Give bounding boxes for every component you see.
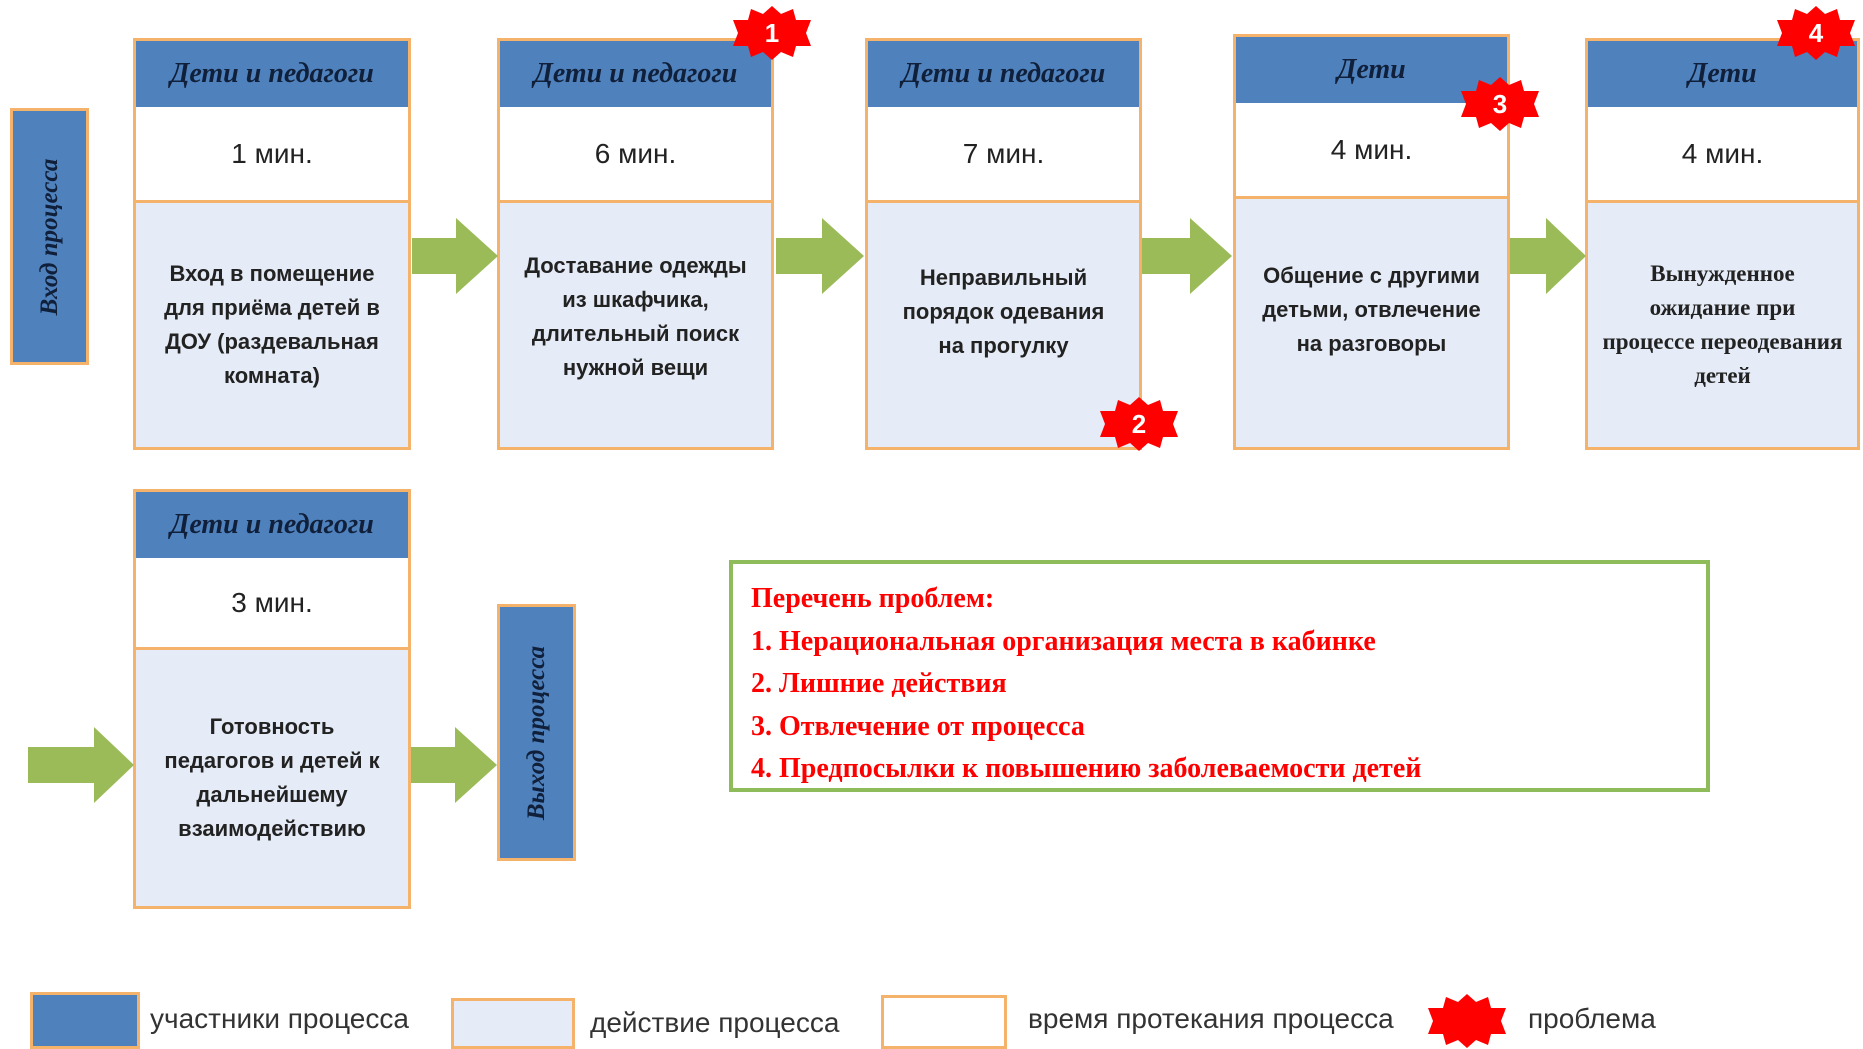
step-6-action: Готовность педагогов и детей к дальнейше… [133, 650, 411, 909]
arrow-right-icon [776, 218, 864, 294]
step-4-action: Общение с другими детьми, отвлечение на … [1233, 199, 1510, 450]
arrow-right-icon [412, 218, 498, 294]
problem-item-4: 4. Предпосылки к повышению заболеваемост… [751, 753, 1422, 784]
problem-star-icon [733, 6, 811, 60]
problem-badge-number: 4 [1808, 17, 1824, 48]
problem-item-1: 1. Нерациональная организация места в ка… [751, 625, 1376, 657]
problem-badge-1: 1 [729, 5, 815, 61]
legend-action-swatch [451, 998, 575, 1049]
problem-badge-number: 2 [1131, 408, 1147, 439]
problem-badge-4: 4 [1773, 5, 1859, 61]
process-step-3: Дети и педагоги 7 мин. Неправильный поря… [865, 38, 1142, 450]
step-2-participants: Дети и педагоги [497, 38, 774, 110]
legend-problem-star-icon [1428, 994, 1506, 1048]
process-step-5: Дети 4 мин. Вынужденное ожидание при про… [1585, 38, 1860, 450]
problem-star-icon [1777, 6, 1855, 60]
arrow-right-icon [28, 727, 134, 803]
step-3-time: 7 мин. [865, 107, 1142, 203]
problems-list: Перечень проблем: 1. Нерациональная орга… [729, 560, 1710, 792]
problem-badge-number: 3 [1492, 88, 1508, 119]
step-4-time: 4 мин. [1233, 103, 1510, 199]
problem-star-icon [1461, 77, 1539, 131]
step-2-time: 6 мин. [497, 107, 774, 203]
step-1-action: Вход в помещение для приёма детей в ДОУ … [133, 203, 411, 450]
legend-action-label: действие процесса [590, 1007, 840, 1038]
arrow-right-icon [1510, 218, 1586, 294]
step-2-action: Доставание одежды из шкафчика, длительны… [497, 203, 774, 450]
step-5-time: 4 мин. [1585, 107, 1860, 203]
process-step-6: Дети и педагоги 3 мин. Готовность педаго… [133, 489, 411, 909]
legend-participants-label: участники процесса [150, 1003, 409, 1034]
step-6-participants: Дети и педагоги [133, 489, 411, 561]
problem-star-icon [1100, 397, 1178, 451]
step-3-action: Неправильный порядок одевания на прогулк… [865, 203, 1142, 450]
step-1-time: 1 мин. [133, 107, 411, 203]
problem-item-3: 3. Отвлечение от процесса [751, 710, 1085, 742]
problems-title: Перечень проблем: [751, 583, 995, 614]
process-output-label: Выход процесса [497, 604, 576, 861]
process-step-2: Дети и педагоги 6 мин. Доставание одежды… [497, 38, 774, 450]
step-1-participants: Дети и педагоги [133, 38, 411, 110]
step-6-time: 3 мин. [133, 558, 411, 650]
process-step-4: Дети 4 мин. Общение с другими детьми, от… [1233, 34, 1510, 450]
legend-time-swatch [881, 995, 1007, 1049]
problem-item-2: 2. Лишние действия [751, 668, 1007, 699]
process-output-text: Выход процесса [522, 645, 550, 820]
problem-badge-3: 3 [1457, 76, 1543, 132]
arrow-right-icon [1142, 218, 1232, 294]
process-input-text: Вход процесса [35, 158, 63, 315]
arrow-right-icon [411, 727, 497, 803]
problem-badge-2: 2 [1096, 396, 1182, 452]
step-3-participants: Дети и педагоги [865, 38, 1142, 110]
legend-time-label: время протекания процесса [1028, 1003, 1394, 1034]
legend-participants-swatch [30, 992, 140, 1049]
process-input-label: Вход процесса [10, 108, 89, 365]
process-step-1: Дети и педагоги 1 мин. Вход в помещение … [133, 38, 411, 450]
legend-problem-label: проблема [1528, 1003, 1656, 1034]
problem-badge-number: 1 [764, 17, 780, 48]
step-5-action: Вынужденное ожидание при процессе переод… [1585, 203, 1860, 450]
